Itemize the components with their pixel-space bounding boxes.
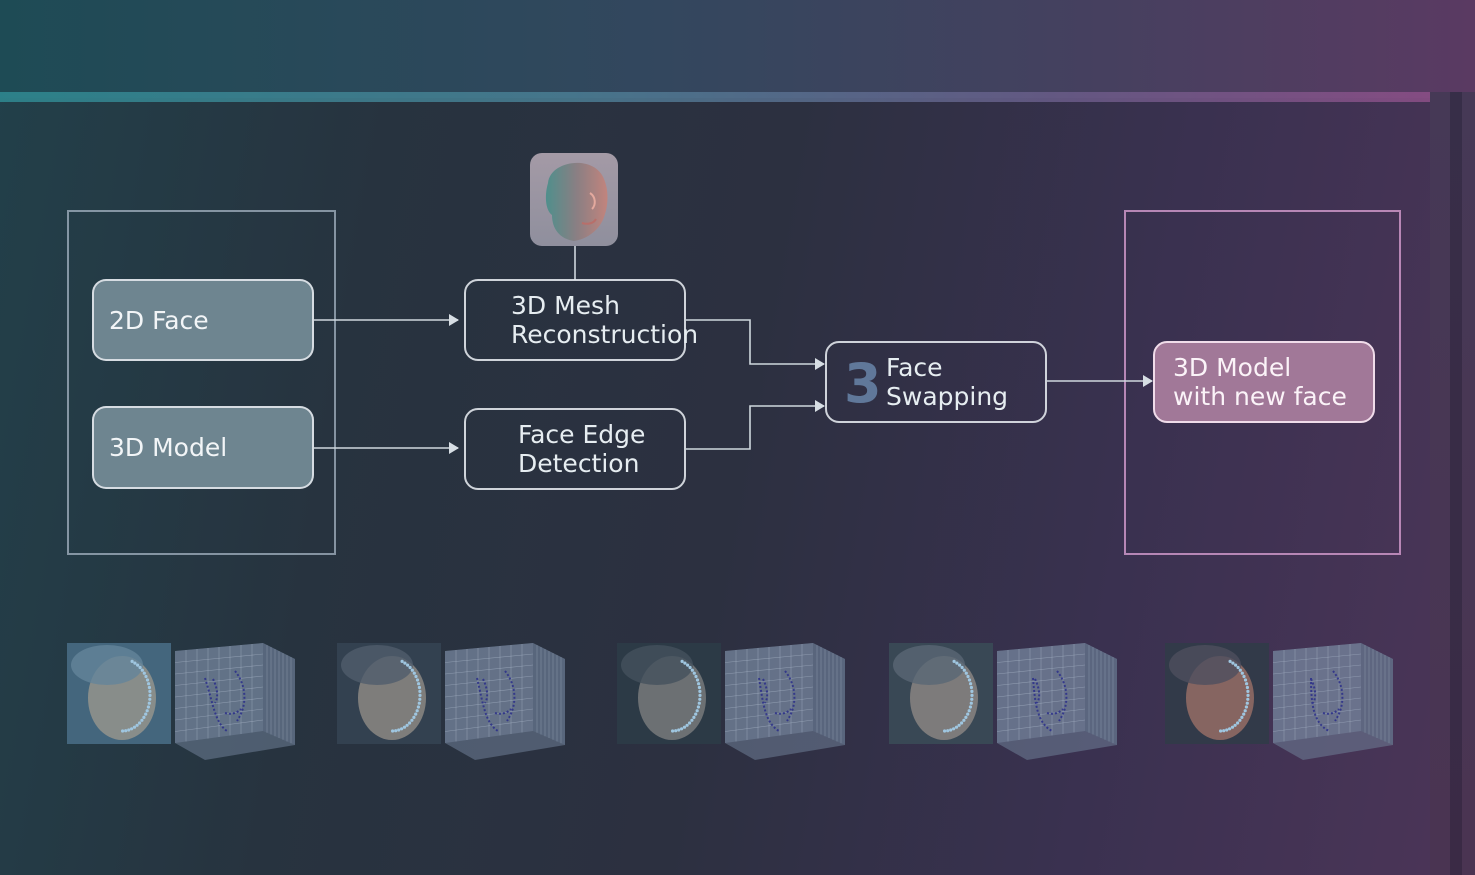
node-3d-model: 3D Model: [92, 406, 314, 489]
head-mesh-image: [530, 153, 618, 246]
node-face-edge-detection: Face Edge Detection: [464, 408, 686, 490]
output-label-line-1: 3D Model: [1173, 353, 1292, 382]
ceiling-band: [0, 0, 1475, 98]
edge-label-line-2: Detection: [518, 449, 640, 478]
node-face-swapping: Face Swapping: [825, 341, 1047, 423]
landmark-plot-5: [1272, 643, 1395, 765]
landmark-plot-4: [996, 643, 1119, 765]
node-2d-face-label: 2D Face: [109, 305, 209, 335]
node-output-model: 3D Model with new face: [1153, 341, 1375, 423]
wall-edge: [1430, 92, 1475, 875]
face-photo-4: [889, 643, 993, 744]
landmark-plot-2: [444, 643, 567, 765]
step-number: 3: [844, 352, 882, 415]
node-3d-mesh-reconstruction: 3D Mesh Reconstruction: [464, 279, 699, 361]
output-group-box: [1124, 210, 1401, 555]
face-photo-3: [617, 643, 721, 744]
input-group-box: [67, 210, 336, 555]
node-2d-face: 2D Face: [92, 279, 314, 361]
face-photo-1: [67, 643, 171, 744]
landmark-plot-1: [174, 643, 297, 765]
swap-label-line-1: Face: [886, 353, 943, 382]
ceiling-light-strip: [0, 92, 1430, 102]
swap-label-line-2: Swapping: [886, 382, 1009, 411]
node-3d-model-label: 3D Model: [109, 433, 228, 462]
landmark-plot-3: [724, 643, 847, 765]
edge-label-line-1: Face Edge: [518, 420, 646, 449]
output-label-line-2: with new face: [1173, 382, 1347, 411]
arrow-edge-to-swap: [686, 400, 825, 450]
arrow-mesh-to-swap: [686, 319, 825, 370]
mesh-label-line-2: Reconstruction: [511, 320, 699, 349]
face-photo-2: [337, 643, 441, 744]
mesh-label-line-1: 3D Mesh: [511, 291, 620, 320]
face-photo-5: [1165, 643, 1269, 744]
